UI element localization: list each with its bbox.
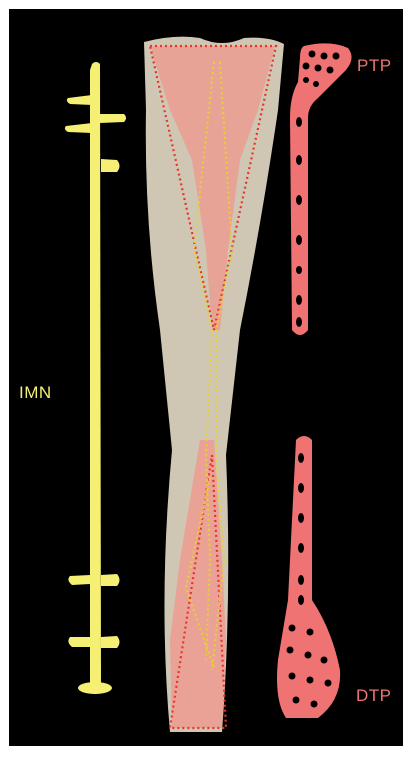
nail-screw-6	[101, 574, 120, 586]
nail-screw-4	[101, 159, 120, 172]
nail-screw-3	[100, 114, 126, 123]
ptp-label: PTP	[357, 56, 392, 76]
nail-shaft	[90, 62, 101, 690]
nail-end-cap	[78, 682, 112, 694]
nail-screw-8	[101, 636, 120, 648]
dtp-label: DTP	[356, 686, 392, 706]
nail-screw-5	[68, 575, 90, 585]
imn-label: IMN	[19, 383, 52, 403]
nail-screw-7	[68, 637, 90, 647]
